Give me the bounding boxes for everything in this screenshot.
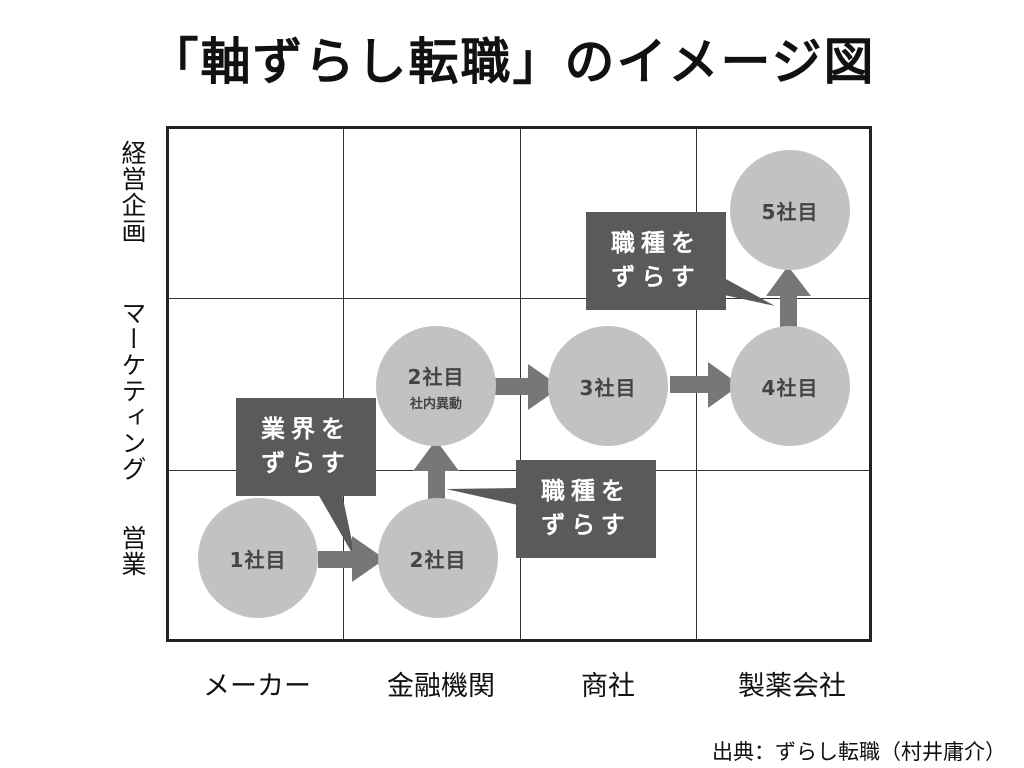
grid-row-divider xyxy=(169,298,869,299)
company-label: 3社目 xyxy=(579,375,637,400)
company-label: 5社目 xyxy=(761,199,819,224)
callout-line: 職種を xyxy=(611,229,701,258)
y-label-sales: 営業 xyxy=(118,525,147,577)
callout-job-shift-2: 職種を ずらす xyxy=(586,212,726,310)
y-label-management-planning: 経営企画 xyxy=(118,140,147,244)
company-circle-3: 3社目 xyxy=(548,326,668,446)
callout-job-shift-1: 職種を ずらす xyxy=(516,460,656,558)
company-circle-1: 1社目 xyxy=(198,498,318,618)
callout-line: 職種を xyxy=(541,477,631,506)
diagram-title: 「軸ずらし転職」のイメージ図 xyxy=(148,33,876,91)
source-citation: 出典：ずらし転職（村井庸介） xyxy=(712,740,1006,764)
grid-column-divider xyxy=(696,129,697,639)
company-sublabel: 社内異動 xyxy=(409,396,462,412)
company-circle-2-internal: 2社目 社内異動 xyxy=(376,326,496,446)
company-label: 2社目 xyxy=(409,547,467,572)
company-label: 2社目 xyxy=(407,364,465,389)
grid-column-divider xyxy=(520,129,521,639)
callout-industry-shift: 業界を ずらす xyxy=(236,398,376,496)
x-label-trading-company: 商社 xyxy=(581,671,635,702)
x-label-financial-institution: 金融機関 xyxy=(387,671,495,702)
callout-line: ずらす xyxy=(541,511,631,539)
grid-column-divider xyxy=(343,129,344,639)
x-label-pharmaceutical: 製薬会社 xyxy=(738,671,846,702)
company-label: 4社目 xyxy=(761,375,819,400)
y-label-marketing: マーケティング xyxy=(118,300,147,482)
company-circle-2: 2社目 xyxy=(378,498,498,618)
callout-line: 業界を xyxy=(261,415,351,444)
callout-line: ずらす xyxy=(261,449,351,477)
company-circle-5: 5社目 xyxy=(730,150,850,270)
company-label: 1社目 xyxy=(229,547,287,572)
callout-line: ずらす xyxy=(611,263,701,291)
company-circle-4: 4社目 xyxy=(730,326,850,446)
x-label-manufacturer: メーカー xyxy=(203,671,311,702)
